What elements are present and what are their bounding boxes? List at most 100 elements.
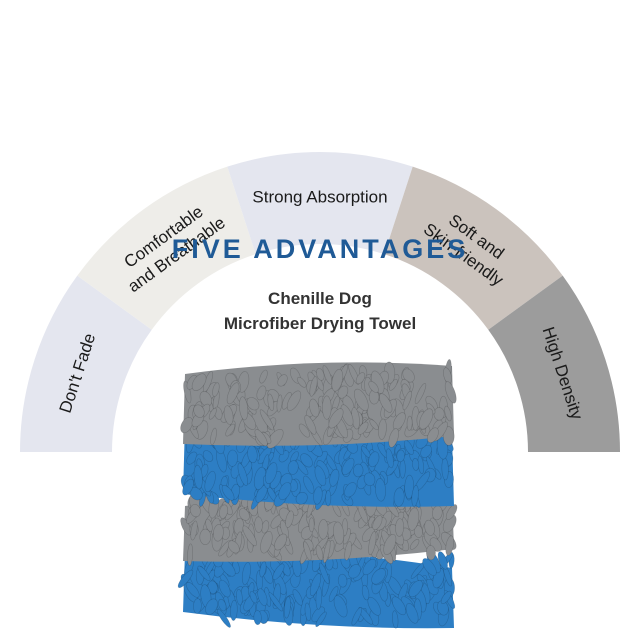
chenille-strand [268,592,284,612]
advantage-segment-1 [20,275,152,452]
chenille-strand [256,385,267,401]
chenille-strand [246,397,260,411]
chenille-strand [445,504,458,521]
chenille-strand [292,589,303,606]
chenille-strand [404,440,414,455]
chenille-strand [405,603,419,624]
chenille-strand [308,517,315,533]
chenille-strand [185,581,200,598]
chenille-strand [285,510,294,528]
chenille-strand [344,541,352,561]
chenille-strand [182,478,194,496]
chenille-strand [344,482,357,498]
chenille-strand [348,564,361,579]
chenille-strand [329,468,340,487]
chenille-strand [241,562,251,586]
chenille-strand [325,489,332,507]
chenille-strand [444,405,452,422]
chenille-strand [254,429,268,447]
advantage-label-3-line-1: Strong Absorption [252,187,387,206]
chenille-strand [227,449,238,467]
chenille-strand [309,376,318,397]
chenille-strand [442,426,455,446]
chenille-strand [361,584,370,601]
towel-layer-bottom-blue [177,549,456,629]
chenille-strand [260,530,273,554]
chenille-strand [369,419,379,431]
chenille-strand [193,404,205,418]
chenille-strand [379,393,393,413]
chenille-strand [259,409,274,431]
chenille-strand [396,449,405,463]
chenille-strand [352,463,364,478]
advantage-segment-4 [384,166,563,330]
product-title-line2: Microfiber Drying Towel [223,314,417,333]
headline: FIVE ADVANTAGES [171,234,469,264]
chenille-strand [230,599,238,621]
chenille-strand [180,417,193,434]
chenille-strand [442,514,457,533]
chenille-strand [225,423,236,437]
chenille-strand [283,596,291,619]
chenille-strand [409,539,420,550]
chenille-strand [393,487,405,507]
chenille-strand [323,539,331,564]
chenille-strand [177,569,194,589]
chenille-strand [257,588,268,607]
chenille-strand [315,544,324,561]
chenille-strand [239,396,249,421]
advantage-segment-5 [488,275,620,452]
chenille-strand [392,610,399,629]
chenille-strand [218,579,231,598]
chenille-strand [445,535,455,556]
chenille-strand [216,608,231,628]
chenille-strand [276,394,283,413]
chenille-strand [412,458,420,471]
chenille-strand [355,372,366,385]
chenille-strand [331,368,344,392]
chenille-strand [277,374,288,387]
chenille-strand [187,543,194,566]
chenille-strand [368,380,379,393]
chenille-strand [368,451,380,468]
chenille-strand [437,600,449,616]
chenille-strand [219,504,229,519]
chenille-strand [278,482,292,501]
chenille-strand [309,573,322,597]
chenille-strand [287,460,299,475]
chenille-strand [402,390,412,411]
chenille-strand [328,586,339,602]
chenille-strand [253,610,262,625]
chenille-strand [190,520,198,541]
chenille-strand [358,607,373,625]
chenille-strand [300,453,313,468]
chenille-strand [408,580,423,598]
chenille-strand [357,421,369,435]
chenille-strand [414,382,427,405]
chenille-strand [193,464,203,490]
chenille-strand [427,427,439,444]
chenille-strand [315,586,323,610]
chenille-strand [333,595,348,618]
chenille-strand [372,515,383,531]
chenille-strand [272,563,285,581]
chenille-strand [367,596,381,616]
chenille-strand [298,423,310,438]
chenille-strand [208,407,217,420]
chenille-strand [202,450,214,462]
chenille-strand [242,525,257,547]
chenille-strand [440,590,452,604]
chenille-strand [391,596,407,616]
chenille-strand [197,565,211,581]
chenille-strand [180,517,192,536]
chenille-strand [425,545,436,561]
chenille-strand [337,573,348,588]
chenille-strand [210,427,217,446]
chenille-strand [280,520,289,538]
chenille-strand [249,591,258,604]
chenille-strand [191,373,207,391]
chenille-strand [316,368,325,381]
chenille-strand [221,485,235,501]
